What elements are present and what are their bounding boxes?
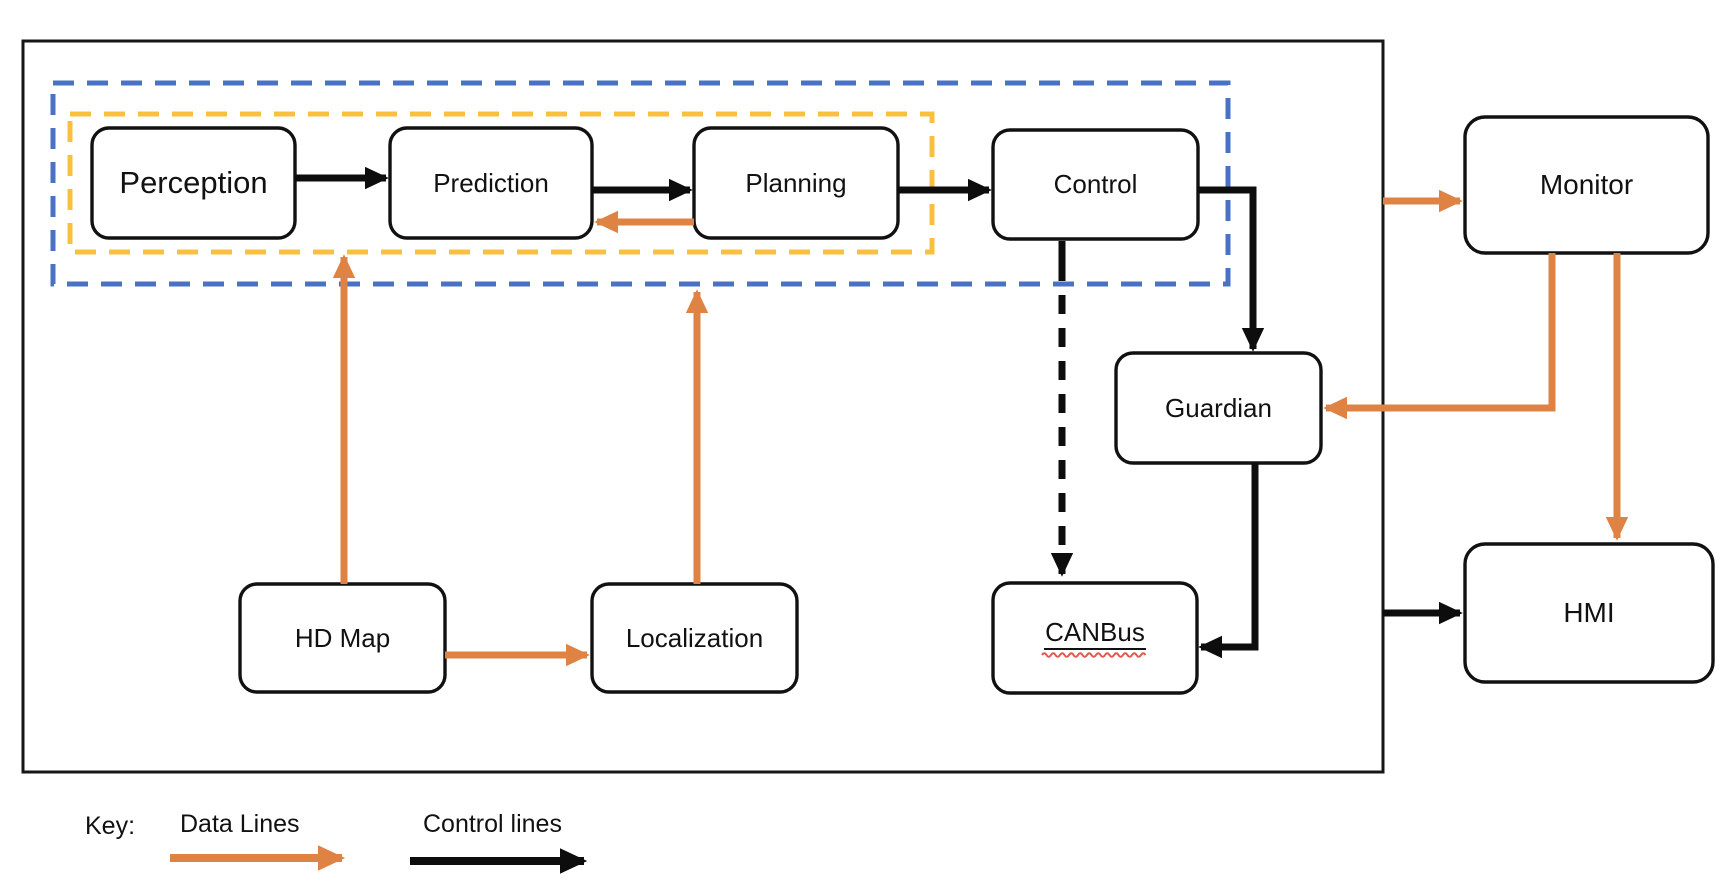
key-control-lines-label: Control lines bbox=[423, 810, 562, 838]
guardian-box bbox=[1114, 351, 1323, 465]
canbus-box bbox=[991, 581, 1199, 695]
key-data-lines-label: Data Lines bbox=[180, 810, 300, 838]
blue-dashed-group bbox=[50, 80, 1231, 287]
yellow-dashed-group bbox=[67, 111, 935, 255]
control-box bbox=[991, 128, 1200, 241]
hd-map-box bbox=[238, 582, 447, 694]
perception-box bbox=[90, 126, 297, 240]
edge-control-to-guardian bbox=[1198, 186, 1265, 352]
edge-monitor-to-guardian bbox=[1323, 253, 1556, 420]
localization-box bbox=[590, 582, 799, 694]
hmi-box bbox=[1463, 542, 1715, 684]
key-title: Key: bbox=[85, 812, 136, 840]
prediction-box bbox=[388, 126, 594, 240]
edge-guardian-to-canbus bbox=[1198, 463, 1259, 659]
planning-box bbox=[692, 126, 900, 240]
monitor-box bbox=[1463, 115, 1710, 255]
